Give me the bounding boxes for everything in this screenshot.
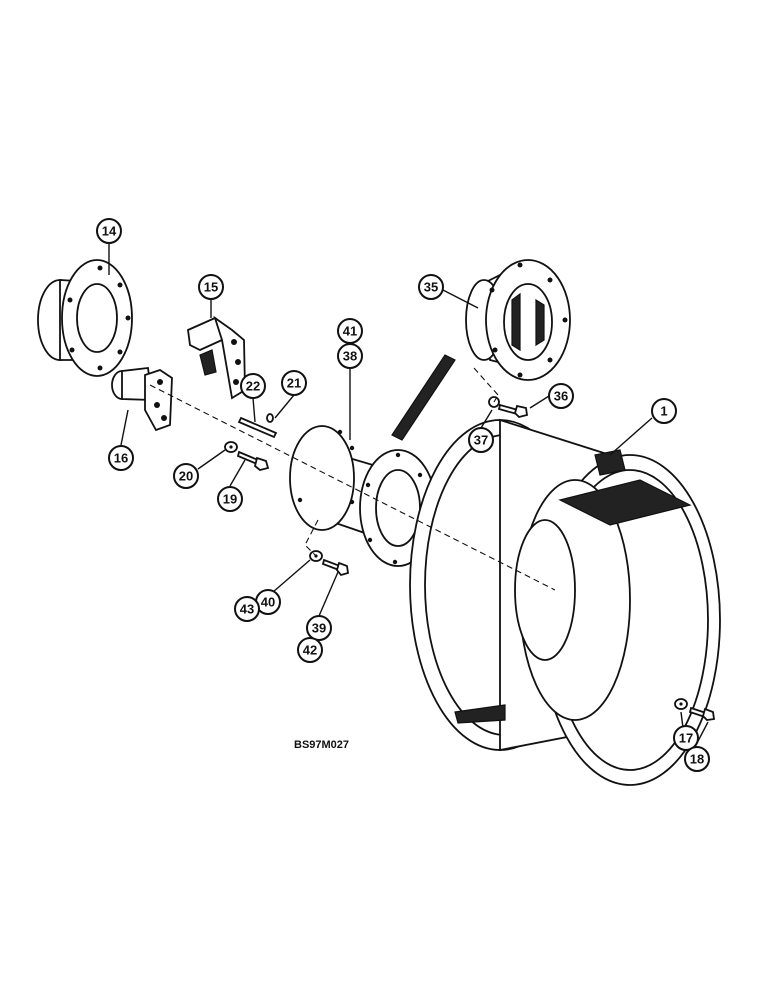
pin-part: [237, 416, 278, 439]
svg-text:16: 16: [114, 451, 128, 466]
svg-text:40: 40: [261, 595, 275, 610]
spindle-part: [111, 367, 173, 432]
svg-text:35: 35: [424, 280, 438, 295]
svg-text:22: 22: [246, 379, 260, 394]
callout-35: 35: [418, 274, 444, 300]
callout-1: 1: [651, 398, 677, 424]
callout-22: 22: [240, 373, 266, 399]
callout-15: 15: [198, 274, 224, 300]
callout-17: 17: [673, 725, 699, 751]
svg-text:19: 19: [223, 492, 237, 507]
svg-text:41: 41: [343, 324, 357, 339]
callout-41: 41: [337, 318, 363, 344]
svg-text:17: 17: [679, 731, 693, 746]
connection-band: [391, 354, 456, 441]
callout-42: 42: [297, 637, 323, 663]
svg-text:37: 37: [474, 433, 488, 448]
bracket-part: [187, 315, 246, 400]
svg-text:18: 18: [690, 752, 704, 767]
svg-text:1: 1: [660, 404, 667, 419]
callout-16: 16: [108, 445, 134, 471]
hub-housing-part: [37, 259, 133, 377]
bolt-path-adapter: [473, 367, 499, 403]
callout-40: 40: [255, 589, 281, 615]
assembly-centerline: [149, 384, 556, 591]
svg-text:43: 43: [240, 602, 254, 617]
bolt-19-part: [236, 450, 270, 471]
callout-43: 43: [234, 596, 260, 622]
hub-adapter-part: [465, 259, 571, 381]
callout-18: 18: [684, 746, 710, 772]
svg-text:20: 20: [179, 469, 193, 484]
bolt-39-part: [321, 558, 350, 577]
svg-text:38: 38: [343, 349, 357, 364]
callout-39: 39: [306, 615, 332, 641]
callout-21: 21: [281, 370, 307, 396]
svg-text:42: 42: [303, 643, 317, 658]
leader-lines: [108, 243, 709, 746]
callout-37: 37: [468, 427, 494, 453]
callout-14: 14: [96, 218, 122, 244]
washer-17-part: [674, 698, 688, 710]
svg-text:21: 21: [287, 376, 301, 391]
clip-part: [266, 413, 274, 423]
bolt-36-part: [497, 403, 529, 418]
svg-text:39: 39: [312, 621, 326, 636]
callout-36: 36: [548, 383, 574, 409]
callout-38: 38: [337, 343, 363, 369]
svg-text:36: 36: [554, 389, 568, 404]
bolt-18-part: [688, 706, 716, 721]
washer-20-part: [224, 441, 238, 453]
callout-19: 19: [217, 486, 243, 512]
svg-text:14: 14: [102, 224, 117, 239]
callout-20: 20: [173, 463, 199, 489]
reference-code: BS97M027: [294, 739, 349, 751]
wheel-rim-part: [409, 418, 721, 786]
svg-text:15: 15: [204, 280, 218, 295]
